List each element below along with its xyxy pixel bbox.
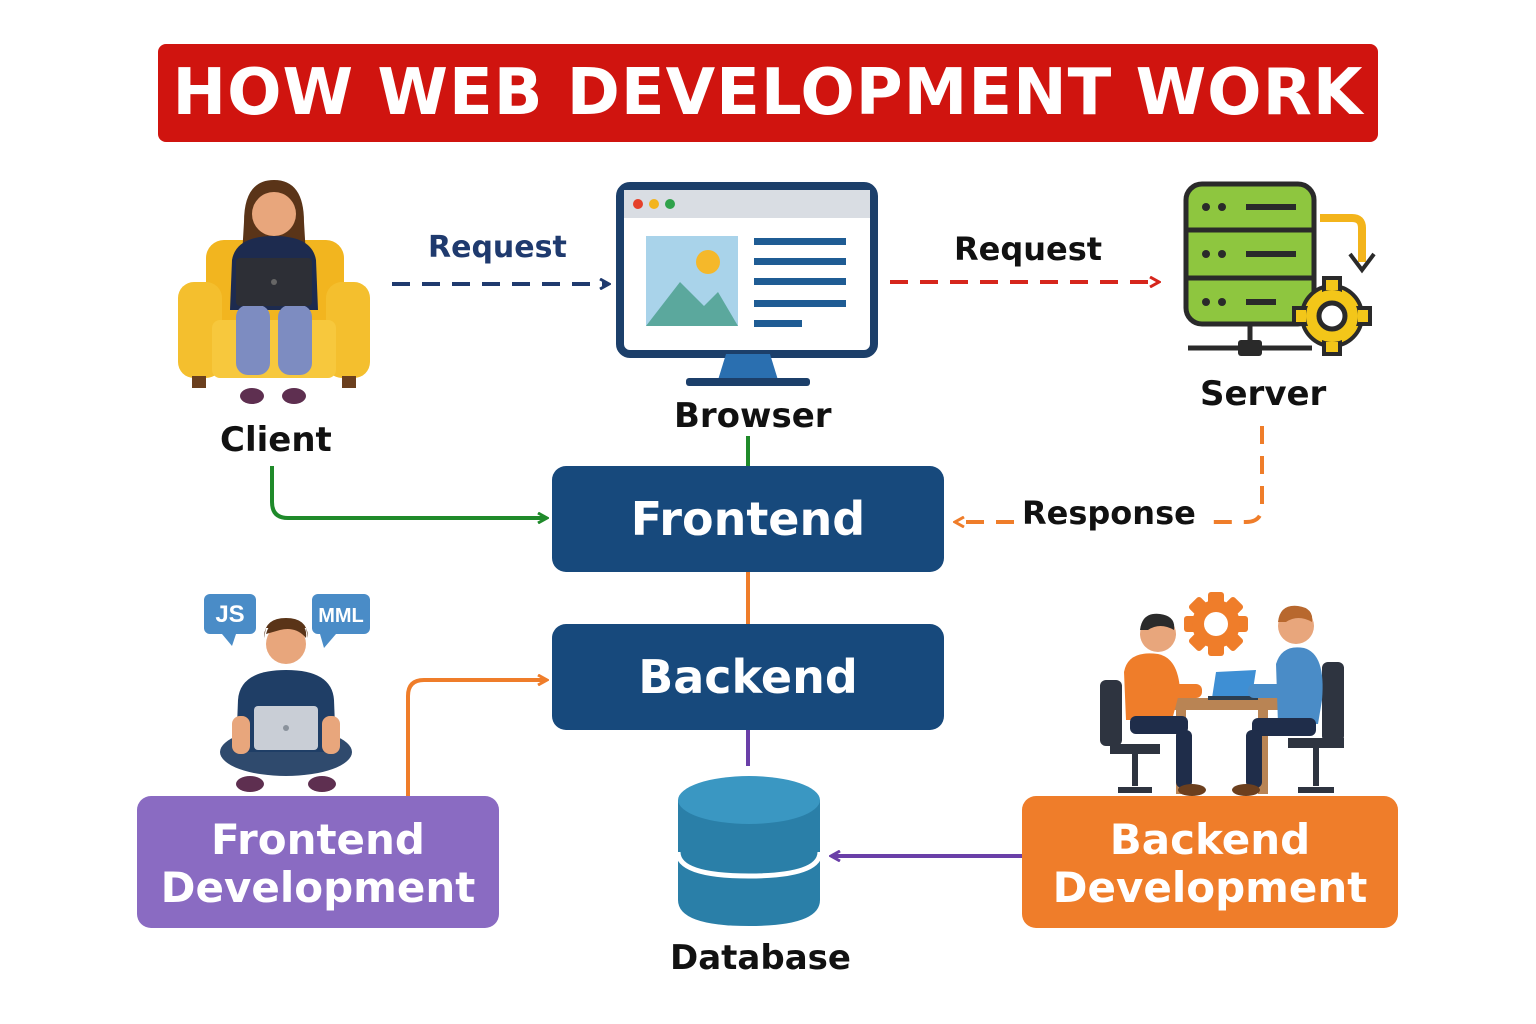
backend-development-line1: Backend bbox=[1109, 815, 1311, 864]
edge-server-frontend bbox=[1208, 426, 1264, 524]
server-rack-icon bbox=[1183, 181, 1376, 356]
page-title: HOW WEB DEVELOPMENT WORK bbox=[172, 56, 1364, 130]
developer-with-laptop-icon bbox=[204, 594, 370, 792]
badge-js: JS bbox=[215, 601, 244, 628]
gear-icon bbox=[1292, 276, 1372, 356]
node-backend-development: Backend Development bbox=[1022, 796, 1398, 928]
label-database: Database bbox=[670, 938, 851, 978]
node-frontend-development: Frontend Development bbox=[137, 796, 499, 928]
frontend-development-line2: Development bbox=[160, 863, 476, 912]
title-banner: HOW WEB DEVELOPMENT WORK bbox=[158, 44, 1378, 142]
node-backend-label: Backend bbox=[638, 650, 858, 704]
person-on-couch-icon bbox=[178, 180, 370, 404]
team-at-table-icon bbox=[1100, 605, 1344, 796]
browser-window-icon bbox=[616, 182, 878, 386]
label-browser: Browser bbox=[674, 396, 832, 436]
node-frontend-label: Frontend bbox=[630, 492, 866, 546]
label-server: Server bbox=[1200, 374, 1327, 414]
node-frontend: Frontend bbox=[552, 466, 944, 572]
node-backend: Backend bbox=[552, 624, 944, 730]
edge-label-response: Response bbox=[1022, 494, 1196, 532]
badge-mml: MML bbox=[318, 605, 364, 627]
backend-development-line2: Development bbox=[1052, 863, 1368, 912]
team-gear-icon bbox=[1184, 592, 1248, 656]
label-client: Client bbox=[220, 420, 332, 460]
edge-client-frontend bbox=[270, 466, 546, 518]
database-cylinder-icon bbox=[675, 776, 823, 926]
edge-label-request-1: Request bbox=[428, 230, 567, 265]
frontend-development-line1: Frontend bbox=[211, 815, 425, 864]
edge-label-request-2: Request bbox=[954, 230, 1103, 268]
edge-frontenddev-backend bbox=[406, 680, 546, 796]
